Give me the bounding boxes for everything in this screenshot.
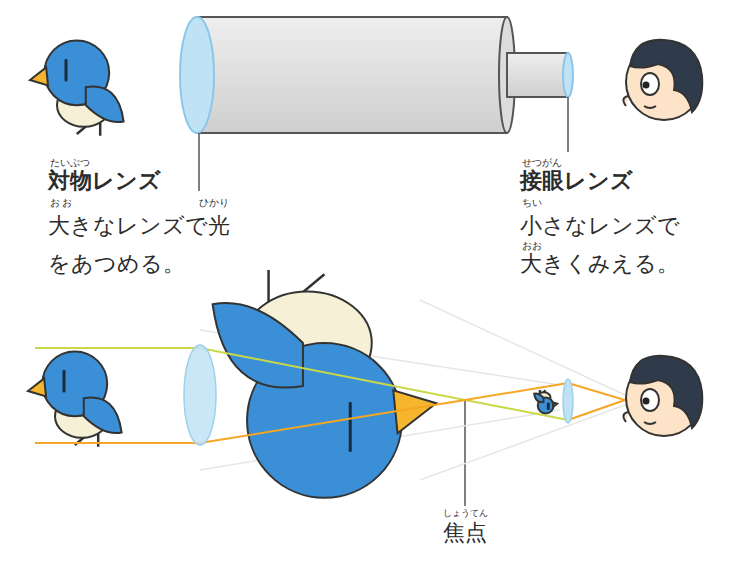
small-image	[534, 390, 557, 413]
furigana: ちい	[522, 197, 542, 209]
viewer-face	[623, 40, 702, 120]
inverted-image	[213, 270, 437, 498]
furigana: おお	[50, 197, 74, 209]
light-ray	[568, 383, 625, 420]
part-name: 対物レンズ	[48, 168, 161, 194]
furigana: ひかり	[199, 197, 229, 209]
part-name: 接眼レンズ	[520, 168, 633, 194]
focal-label: 焦点	[443, 520, 487, 546]
description: 小さなレンズで大きくみえる。	[520, 207, 682, 283]
viewer-face	[623, 356, 702, 436]
leader-line	[198, 133, 200, 191]
leader-line	[567, 97, 569, 152]
furigana: たいぶつ	[50, 157, 90, 169]
description: 大きなレンズで光をあつめる。	[48, 207, 252, 283]
light-ray	[35, 348, 568, 420]
bird-figure	[30, 40, 124, 135]
light-ray	[35, 383, 568, 443]
telescope	[180, 17, 573, 133]
bird-figure	[28, 351, 122, 446]
objective-lens	[184, 345, 216, 445]
furigana: しょうてん	[443, 508, 488, 519]
leader-line	[464, 400, 466, 506]
furigana: せつがん	[522, 157, 562, 169]
furigana: おお	[522, 240, 542, 252]
eyepiece-lens	[563, 379, 573, 423]
